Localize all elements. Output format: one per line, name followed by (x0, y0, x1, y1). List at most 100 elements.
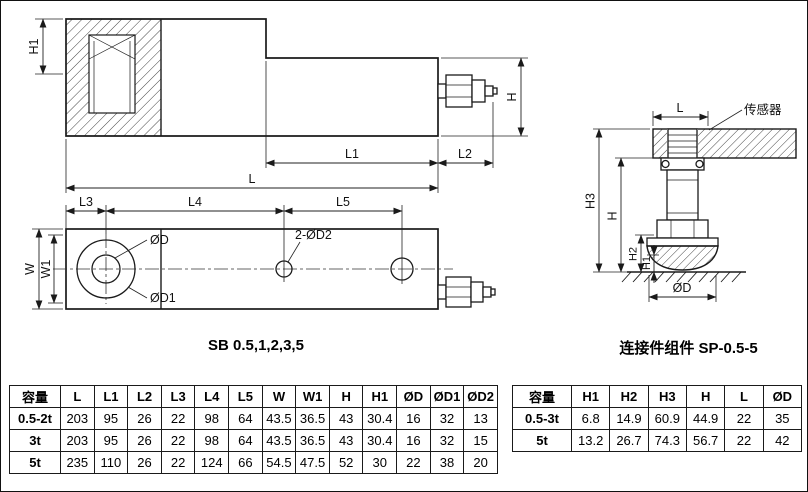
sp-assembly (621, 128, 797, 283)
dimension-value: 14.9 (609, 407, 649, 430)
dimension-value: 43 (328, 407, 364, 430)
dimension-value: 64 (228, 407, 263, 430)
column-header: L4 (194, 385, 230, 408)
dim-label-h1-side: H1 (27, 38, 41, 54)
cable-connector-side (437, 74, 498, 108)
dimension-value: 43.5 (261, 429, 297, 452)
column-header: H (328, 385, 364, 408)
column-header: ØD2 (463, 385, 498, 408)
dimension-value: 32 (429, 429, 465, 452)
o-ring-left (661, 159, 670, 169)
dimension-value: 26 (127, 429, 162, 452)
capacity-row-label: 0.5-2t (9, 407, 61, 430)
dimension-value: 6.8 (570, 407, 611, 430)
dimension-value: 74.3 (647, 429, 687, 452)
dimension-value: 42 (762, 429, 803, 452)
dim-label-l3: L3 (79, 195, 93, 209)
dimension-value: 95 (93, 429, 129, 452)
sb-caption: SB 0.5,1,2,3,5 (208, 337, 304, 354)
dim-label-od: ØD (150, 233, 169, 247)
dimension-value: 52 (328, 451, 364, 474)
dimension-value: 22 (396, 451, 431, 474)
column-header: 容量 (512, 385, 572, 408)
dim-label-w: W (23, 263, 37, 275)
dim-label-sp-h: H (606, 211, 620, 220)
washer (660, 157, 705, 171)
dimension-value: 16 (396, 429, 431, 452)
dim-label-l1: L1 (345, 147, 359, 161)
dimension-value: 32 (429, 407, 465, 430)
dim-label-h-side: H (505, 92, 519, 101)
dimension-value: 30 (362, 451, 398, 474)
column-header: ØD1 (429, 385, 465, 408)
dimension-value: 203 (60, 407, 95, 430)
dimension-value: 43.5 (261, 407, 297, 430)
dimension-value: 26 (127, 451, 162, 474)
dimension-value: 13.2 (570, 429, 611, 452)
dim-label-sp-h2: H2 (628, 247, 640, 261)
sb-drawing: H1 H L1 L2 L (23, 18, 528, 310)
dimension-value: 44.9 (685, 407, 726, 430)
dimension-value: 16 (396, 407, 431, 430)
capacity-row-label: 5t (512, 429, 572, 452)
dimension-value: 30.4 (362, 429, 398, 452)
dim-label-sp-h3: H3 (584, 193, 598, 209)
dim-label-sp-od: ØD (673, 281, 692, 295)
column-header: H1 (362, 385, 398, 408)
column-header: ØD (762, 385, 803, 408)
dimension-value: 98 (194, 429, 230, 452)
column-header: L5 (228, 385, 263, 408)
column-header: ØD (396, 385, 431, 408)
sb-side-dimensions: H1 H L1 L2 L (27, 18, 528, 193)
sp-dimensions: L 传感器 H3 H H2 H1 (584, 101, 782, 302)
dimension-value: 203 (60, 429, 95, 452)
sb-side-view (65, 18, 498, 137)
capacity-row-label: 3t (9, 429, 61, 452)
column-header: L (724, 385, 764, 408)
dim-label-sp-h1: H1 (641, 256, 653, 270)
dim-label-sp-l: L (677, 101, 684, 115)
foot-plate (646, 237, 719, 247)
dimension-value: 26 (127, 407, 162, 430)
column-header: H (685, 385, 726, 408)
dimension-value: 20 (463, 451, 498, 474)
column-header: L1 (93, 385, 129, 408)
sb-top-dimensions: L3 L4 L5 W W1 ØD ØD1 2-ØD2 (23, 195, 403, 310)
dim-label-w1: W1 (39, 260, 53, 279)
dim-label-l4: L4 (188, 195, 202, 209)
dimension-value: 22 (724, 429, 764, 452)
dimension-value: 38 (429, 451, 465, 474)
dim-label-l: L (249, 172, 256, 186)
spacer-body (666, 169, 699, 221)
dimension-value: 22 (160, 451, 196, 474)
column-header: H1 (570, 385, 611, 408)
dimension-value: 60.9 (647, 407, 687, 430)
dim-label-od2: 2-ØD2 (295, 228, 332, 242)
column-header: W (261, 385, 297, 408)
column-header: L (60, 385, 95, 408)
dimension-value: 15 (463, 429, 498, 452)
column-header: H3 (647, 385, 687, 408)
dimension-value: 22 (160, 407, 196, 430)
dimension-value: 95 (93, 407, 129, 430)
threaded-hole (88, 34, 136, 114)
dimension-value: 22 (724, 407, 764, 430)
dimension-value: 36.5 (295, 407, 330, 430)
mount-hole-outer (76, 239, 136, 299)
column-header: L3 (160, 385, 196, 408)
sensor-leader-line (708, 109, 743, 131)
column-header: H2 (609, 385, 649, 408)
dimension-value: 47.5 (295, 451, 330, 474)
sensor-callout-label: 传感器 (744, 102, 782, 117)
dimension-value: 66 (228, 451, 263, 474)
capacity-row-label: 0.5-3t (512, 407, 572, 430)
dimension-value: 124 (194, 451, 230, 474)
sb-top-view (53, 228, 496, 310)
